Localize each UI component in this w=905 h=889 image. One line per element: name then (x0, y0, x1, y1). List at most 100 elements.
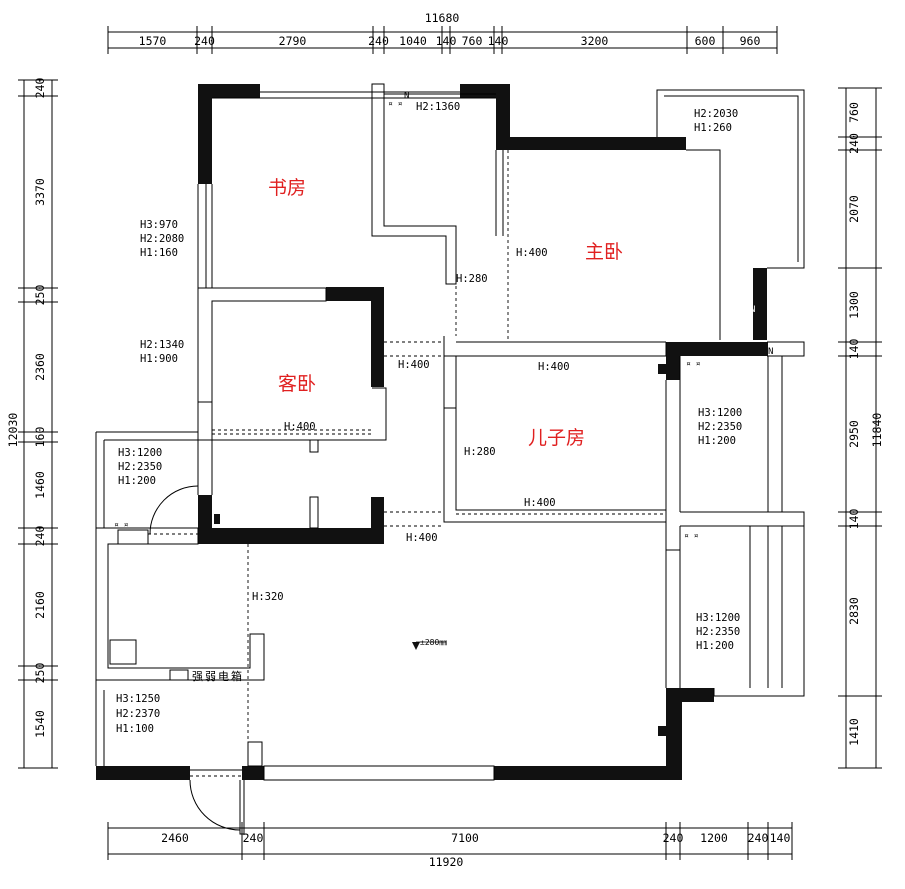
top-dimension-label: 600 (695, 34, 716, 48)
left-dimension-label: 1460 (33, 471, 47, 499)
wall-bottom-left (96, 766, 190, 780)
note-h400-master: H:400 (516, 247, 548, 259)
note-guest-window-h2: H2:1340 (140, 339, 184, 351)
right-dimension-label: 2070 (847, 195, 861, 223)
right-dimension-label: 2950 (847, 420, 861, 448)
note-floor-level: ±280㎜ (420, 638, 447, 647)
note-balcony-window-h1: H1:200 (118, 475, 156, 487)
top-dimension-label: 240 (194, 34, 215, 48)
wall-study-nw (198, 84, 212, 184)
wall-son-nw (666, 342, 680, 380)
socket-icon (214, 514, 220, 524)
wall-master-east (753, 268, 767, 340)
wall-bottom-door (242, 766, 264, 780)
room-label-son: 儿子房 (528, 427, 585, 449)
note-living-window-h3: H3:1250 (116, 693, 160, 705)
socket-icon (658, 726, 668, 736)
bottom-total-dimension: 11920 (429, 855, 464, 869)
level-marker-icon (412, 642, 420, 650)
note-balcony-window-h3: H3:1200 (118, 447, 162, 459)
right-dimension-label: 1300 (847, 291, 861, 319)
top-dimension-label: 140 (488, 34, 509, 48)
top-dimension-label: 960 (740, 34, 761, 48)
right-dimension-label: 140 (847, 509, 861, 530)
bottom-dimension-label: 140 (770, 831, 791, 845)
note-east-window-h3: H3:1200 (696, 612, 740, 624)
left-dimension-label: 250 (33, 285, 47, 306)
top-dimension-label: 760 (462, 34, 483, 48)
top-dimension-label: 1570 (139, 34, 167, 48)
structural-walls (96, 84, 768, 780)
wall-living-top-right (371, 497, 384, 544)
note-guest-window-h1: H1:900 (140, 353, 178, 365)
top-dimensions: 11680 1570 240 2790 240 1040 140 760 140 3200 600… (107, 11, 778, 54)
note-living-window-h1: H1:100 (116, 723, 154, 735)
room-label-master: 主卧 (585, 241, 623, 263)
bottom-dimension-label: 240 (748, 831, 769, 845)
top-dimension-label: 240 (368, 34, 389, 48)
left-dimension-label: 1540 (33, 710, 47, 738)
room-labels: 书房 主卧 客卧 儿子房 (268, 177, 623, 449)
note-son-window-h1: H1:200 (698, 435, 736, 447)
wall-study-top (198, 84, 260, 98)
note-h280-corridor: H:280 (456, 273, 488, 285)
right-dimension-label: 760 (847, 102, 861, 123)
note-electric-box: 强弱电箱 (192, 669, 244, 683)
note-h400-son-bottom: H:400 (524, 497, 556, 509)
door-marker-icon: N (404, 91, 409, 101)
left-dimension-label: 240 (33, 526, 47, 547)
wall-guest-top (326, 287, 384, 301)
note-h400-guest-right: H:400 (398, 359, 430, 371)
note-study-window-h3: H3:970 (140, 219, 178, 231)
note-h320: H:320 (252, 591, 284, 603)
top-dimension-label: 140 (436, 34, 457, 48)
note-study-window-h2: H2:2080 (140, 233, 184, 245)
note-east-window-h1: H1:200 (696, 640, 734, 652)
right-dimension-label: 1410 (847, 718, 861, 746)
top-dimension-label: 2790 (279, 34, 307, 48)
right-total-dimension: 11840 (870, 413, 884, 448)
wall-guest-right (371, 287, 384, 387)
note-top-window: H2:1360 (416, 101, 460, 113)
switch-icon: ¤ ¤ (686, 359, 701, 368)
note-study-window-h1: H1:160 (140, 247, 178, 259)
note-living-window-h2: H2:2370 (116, 708, 160, 720)
top-dimension-label: 1040 (399, 34, 427, 48)
wall-master-top (496, 137, 686, 150)
bottom-dimension-label: 2460 (161, 831, 189, 845)
left-total-dimension: 12030 (6, 413, 20, 448)
wall-son-ne (666, 342, 768, 356)
beam-lines (148, 150, 666, 777)
switch-icon: ¤ ¤ (388, 99, 403, 108)
top-total-dimension: 11680 (425, 11, 460, 25)
left-dimension-label: 240 (33, 78, 47, 99)
left-dimension-label: 250 (33, 663, 47, 684)
wall-bottom-right (494, 766, 682, 780)
note-h400-living-top: H:400 (406, 532, 438, 544)
note-h400-guest-bottom: H:400 (284, 421, 316, 433)
left-dimension-label: 2360 (33, 353, 47, 381)
right-dimension-label: 240 (847, 133, 861, 154)
socket-icon (658, 364, 668, 374)
left-dimension-label: 160 (33, 427, 47, 448)
bottom-dimension-label: 240 (663, 831, 684, 845)
switch-icon: ¤ ¤ (114, 520, 129, 529)
wall-master-ne (496, 84, 510, 150)
note-master-bay-h1: H1:260 (694, 122, 732, 134)
switch-icon: ¤ ¤ (684, 531, 699, 540)
top-dimension-label: 3200 (581, 34, 609, 48)
note-son-window-h2: H2:2350 (698, 421, 742, 433)
note-son-window-h3: H3:1200 (698, 407, 742, 419)
left-dimension-label: 3370 (33, 178, 47, 206)
door-marker-icon: N (768, 347, 773, 357)
right-dimension-label: 2830 (847, 597, 861, 625)
note-master-bay-h2: H2:2030 (694, 108, 738, 120)
room-label-guest: 客卧 (278, 373, 316, 395)
symbols: N N N ¤ ¤ ¤ ¤ ¤ ¤ ¤ ¤ (114, 91, 773, 736)
annotations: H3:970 H2:2080 H1:160 H2:1340 H1:900 H3:… (116, 101, 742, 735)
note-h400-son-top: H:400 (538, 361, 570, 373)
note-east-window-h2: H2:2350 (696, 626, 740, 638)
